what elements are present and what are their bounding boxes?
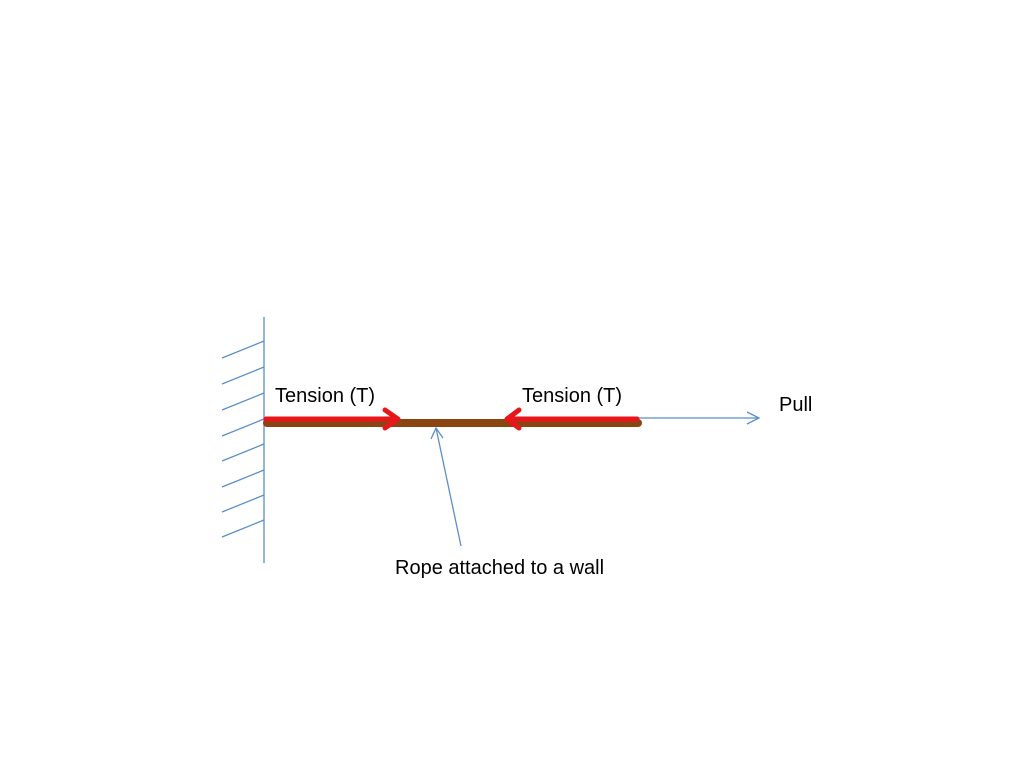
tension-label-right: Tension (T) (522, 385, 623, 407)
caption-pointer (430, 426, 462, 547)
pull-label: Pull (779, 394, 813, 416)
wall-hatch (221, 418, 265, 437)
wall-hatch (221, 494, 265, 513)
wall-hatch (221, 366, 265, 385)
arrow-right-icon (746, 411, 761, 425)
wall-hatch (221, 340, 265, 359)
red-arrow-icon (504, 407, 522, 431)
arrow-up-icon (430, 426, 444, 440)
red-arrow-icon (382, 407, 401, 431)
wall-hatch (221, 519, 265, 538)
tension-arrow-left (263, 407, 401, 431)
tension-arrow-right (504, 407, 640, 431)
wall (221, 317, 265, 563)
tension-label-left: Tension (T) (275, 385, 376, 407)
wall-hatch (221, 443, 265, 462)
wall-hatch (221, 392, 265, 411)
wall-hatch (221, 469, 265, 488)
caption-pointer-shaft (435, 427, 462, 547)
rope-caption: Rope attached to a wall (395, 557, 605, 579)
pull-arrow (638, 411, 761, 425)
